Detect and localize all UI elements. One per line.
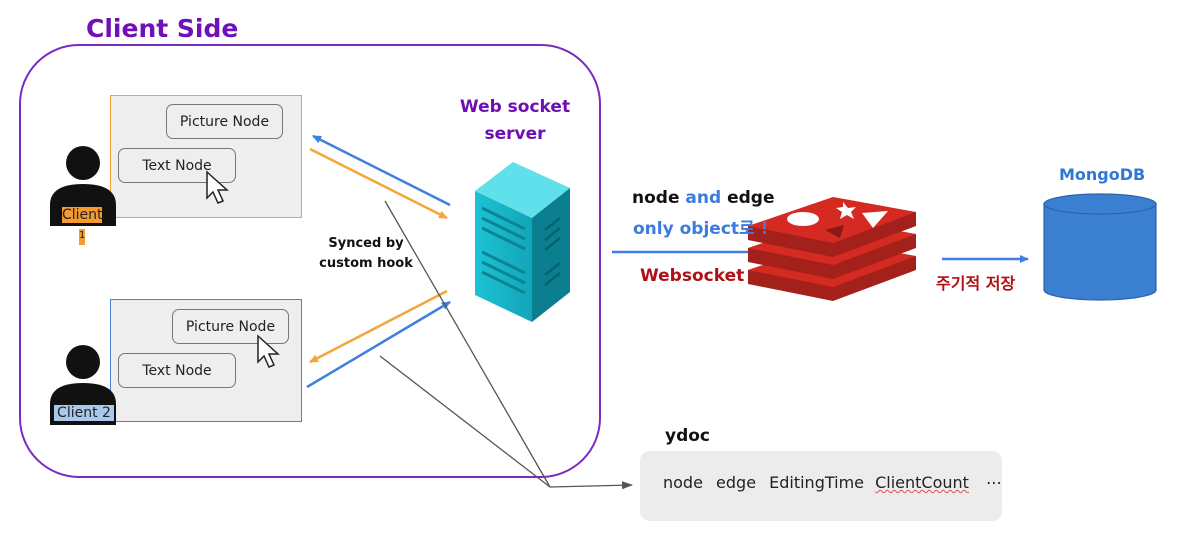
- client-side-title: Client Side: [86, 14, 239, 43]
- ydoc-item-node: node: [663, 473, 703, 492]
- ydoc-box: [640, 451, 1002, 521]
- ydoc-item-edge: edge: [716, 473, 757, 492]
- redis-note-line1: node and edge: [632, 188, 774, 208]
- sync-to-ydoc-arrow: [549, 481, 633, 490]
- websocket-server-title: Web socket server: [440, 94, 590, 148]
- redis-note-and: and: [685, 188, 722, 208]
- websocket-label: Websocket: [640, 266, 745, 286]
- server-to-client1-arrow: [312, 134, 451, 207]
- ydoc-items: node edge EditingTime ClientCount ⋯: [663, 473, 1010, 492]
- ydoc-item-editingtime: EditingTime: [769, 473, 865, 492]
- client1-to-server-arrow: [309, 147, 448, 220]
- client1-picture-node[interactable]: Picture Node: [166, 104, 283, 139]
- sync-line: [384, 200, 551, 488]
- websocket-server-title-line1: Web socket: [459, 97, 571, 117]
- cursor-icon: [257, 334, 280, 368]
- redis-note-line2: only object로 !: [633, 219, 769, 239]
- client1-label: Client: [62, 207, 103, 223]
- ydoc-item-clientcount: ClientCount: [875, 473, 969, 492]
- server-to-client2-arrow: [309, 289, 448, 364]
- synced-label: Synced by custom hook: [316, 234, 416, 274]
- client2-text-node[interactable]: Text Node: [118, 353, 236, 388]
- ydoc-item-more: ⋯: [986, 473, 1003, 492]
- websocket-server-title-line2: server: [484, 124, 546, 144]
- client1-canvas: Picture Node Text Node: [110, 95, 302, 218]
- client2-picture-node[interactable]: Picture Node: [172, 309, 289, 344]
- cursor-icon: [206, 170, 229, 204]
- client1-text-node[interactable]: Text Node: [118, 148, 236, 183]
- synced-label-line2: custom hook: [319, 256, 413, 271]
- ydoc-title: ydoc: [665, 426, 711, 446]
- client2-label: Client 2: [54, 405, 114, 421]
- synced-label-line1: Synced by: [328, 236, 404, 251]
- redis-note-node: node: [632, 188, 680, 208]
- sync-line: [379, 355, 551, 488]
- server-rack-icon: [475, 162, 570, 322]
- database-cylinder-icon: [1043, 193, 1157, 301]
- client-side-region: [19, 44, 601, 478]
- client1-label-suffix: 1: [79, 229, 85, 245]
- periodic-save-label: 주기적 저장: [936, 274, 1016, 293]
- client2-to-server-arrow: [306, 300, 451, 389]
- redis-logo-icon: [748, 197, 916, 301]
- redis-note-edge: edge: [727, 188, 775, 208]
- mongodb-label: MongoDB: [1059, 165, 1146, 184]
